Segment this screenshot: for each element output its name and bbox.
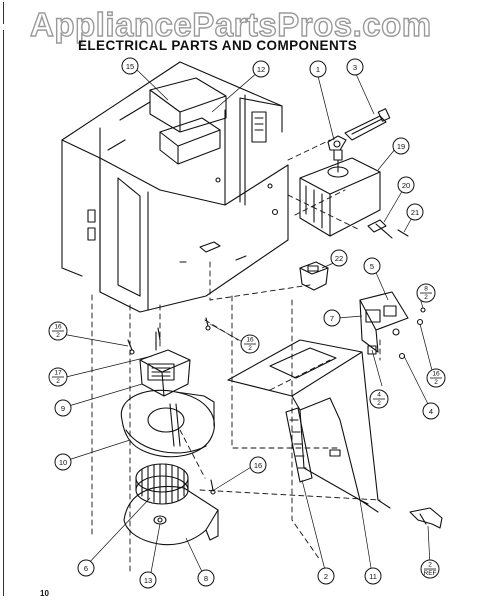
callout-c9: 9	[54, 399, 72, 417]
callout-label: 20	[402, 181, 410, 190]
fraction-top: 2	[428, 562, 432, 569]
fraction-bottom: 2	[434, 379, 438, 386]
callout-c1: 1	[309, 60, 327, 78]
part-3-drawing	[344, 108, 391, 141]
callout-label: 3	[353, 63, 357, 72]
fraction-bottom: 2	[248, 345, 252, 352]
callout-label: 12	[257, 65, 265, 74]
callout-c6: 6	[77, 559, 95, 577]
part-1-drawing	[327, 135, 347, 151]
switch-bracket-drawing	[359, 291, 426, 360]
frame-tick	[3, 2, 4, 24]
callout-c2: 2	[317, 567, 335, 585]
callout-label: 1	[316, 65, 320, 74]
fraction-top: 17	[54, 370, 62, 377]
fraction-callout-f4_2: 42	[369, 389, 389, 409]
fraction-callout-f8_2: 82	[416, 283, 436, 303]
callout-c16b: 16	[249, 456, 267, 474]
fraction-callout-f17_2: 172	[48, 367, 68, 387]
part-20-21-drawing	[367, 219, 409, 239]
callout-label: 15	[126, 62, 134, 71]
fraction-top: 16	[246, 337, 254, 344]
callout-label: 16	[254, 461, 262, 470]
callout-label: 10	[59, 458, 67, 467]
callout-label: 2	[324, 572, 328, 581]
fraction-bottom: 2	[424, 294, 428, 301]
callout-label: 21	[411, 208, 419, 217]
diagram-title: ELECTRICAL PARTS AND COMPONENTS	[78, 38, 358, 53]
chassis-drawing	[61, 61, 289, 313]
fraction-callout-f16_2_mid: 162	[240, 334, 260, 354]
page-number: 10	[40, 589, 49, 598]
callout-label: 5	[370, 262, 374, 271]
callout-label: 7	[330, 314, 334, 323]
fraction-top: 16	[432, 371, 440, 378]
callout-c3: 3	[346, 58, 364, 76]
part-22-drawing	[299, 261, 329, 291]
callout-leaders	[61, 67, 435, 579]
callout-label: 19	[397, 142, 405, 151]
fraction-top: 4	[377, 392, 381, 399]
callout-c22: 22	[330, 249, 348, 267]
fraction-top: 16	[54, 324, 62, 331]
fraction-top: 8	[424, 286, 428, 293]
callout-c21: 21	[406, 203, 424, 221]
fraction-bottom: 2	[56, 378, 60, 385]
part-2-bar-drawing	[285, 407, 313, 483]
callout-c19: 19	[392, 137, 410, 155]
fan-base-plate-drawing	[123, 485, 219, 546]
callout-c10: 10	[54, 453, 72, 471]
callout-c8: 8	[197, 569, 215, 587]
callout-label: 9	[61, 404, 65, 413]
fraction-bottom: 2	[56, 332, 60, 339]
fraction-bottom: 2	[377, 400, 381, 407]
fan-motor-drawing	[139, 331, 191, 397]
callout-c11: 11	[364, 567, 382, 585]
blower-wheel-drawing	[135, 463, 189, 505]
latch-drawing	[409, 507, 443, 529]
callout-label: 4	[429, 407, 433, 416]
callout-c4: 4	[422, 402, 440, 420]
callout-c7: 7	[323, 309, 341, 327]
fraction-callout-f16_2_left: 162	[48, 321, 68, 341]
callout-c13: 13	[139, 571, 157, 589]
callout-c20: 20	[397, 176, 415, 194]
callout-label: 6	[84, 564, 88, 573]
fraction-callout-f16_2_right: 162	[426, 368, 446, 388]
callout-c15: 15	[121, 57, 139, 75]
callout-c12: 12	[252, 60, 270, 78]
fraction-bottom: REF	[424, 570, 437, 577]
callout-c5: 5	[363, 257, 381, 275]
fan-housing-drawing	[120, 389, 215, 458]
magnetron-drawing	[299, 149, 381, 237]
screws-drawing	[127, 317, 216, 495]
callout-label: 8	[204, 574, 208, 583]
frame-left-border	[3, 30, 4, 596]
watermark: AppliancePartsPros.com	[29, 5, 432, 43]
callout-label: 22	[335, 254, 343, 263]
duct-panel-drawing	[227, 339, 391, 513]
callout-label: 11	[369, 572, 377, 581]
callout-label: 13	[144, 576, 152, 585]
leader-lines	[91, 139, 381, 576]
